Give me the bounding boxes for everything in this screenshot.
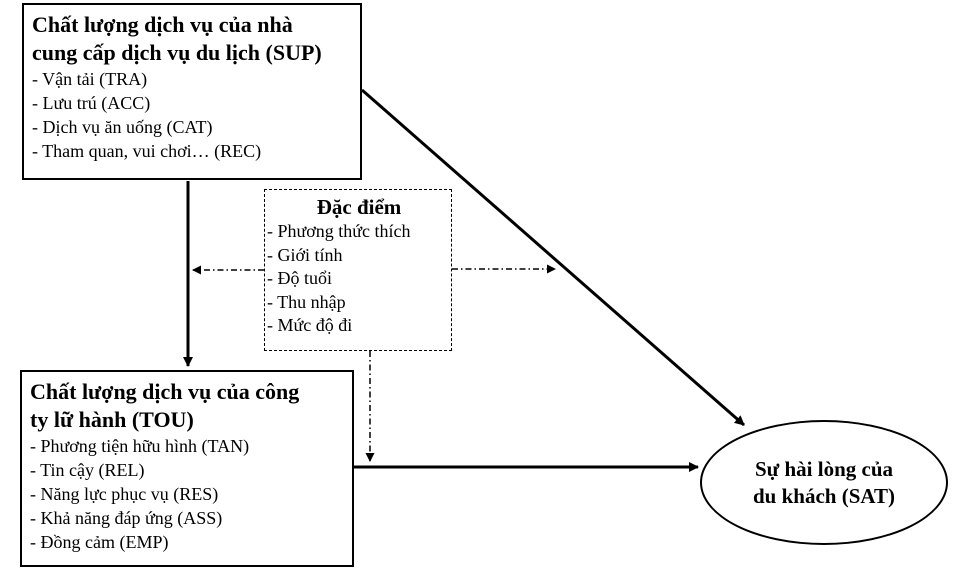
arrow-sup-to-sat [361,88,745,427]
sat-node: Sự hài lòng của du khách (SAT) [700,420,948,545]
moderator-title: Đặc điểm [316,195,402,219]
moderator-item: - Mức độ đi [267,315,353,335]
tou-item: - Tin cậy (REL) [30,460,145,480]
tou-item: - Khả năng đáp ứng (ASS) [30,508,223,528]
sup-item: - Lưu trú (ACC) [32,93,151,113]
tou-box: Chất lượng dịch vụ của công ty lữ hành (… [20,370,354,567]
moderator-item: - Thu nhập [267,291,346,312]
sup-item: - Tham quan, vui chơi… (REC) [32,141,262,161]
tou-item: - Phương tiện hữu hình (TAN) [30,436,250,456]
sup-item: - Vận tải (TRA) [32,69,148,89]
moderator-item: - Giới tính [267,244,343,265]
moderator-box: Đặc điểm - Phương thức thích - Giới tính… [264,189,452,351]
tou-title-line2: ty lữ hành (TOU) [30,407,194,432]
sat-line1: Sự hài lòng của [754,456,894,481]
sat-line2: du khách (SAT) [753,483,895,508]
sup-box: Chất lượng dịch vụ của nhà cung cấp dịch… [22,3,362,180]
moderator-item: - Phương thức thích [267,221,411,241]
tou-title-line1: Chất lượng dịch vụ của công [30,379,300,404]
sup-title-line1: Chất lượng dịch vụ của nhà [32,12,293,37]
tou-item: - Đồng cảm (EMP) [30,532,169,552]
tou-item: - Năng lực phục vụ (RES) [30,484,219,504]
sup-title-line2: cung cấp dịch vụ du lịch (SUP) [32,40,322,65]
moderator-item: - Độ tuổi [267,268,332,288]
sup-item: - Dịch vụ ăn uống (CAT) [32,117,213,137]
